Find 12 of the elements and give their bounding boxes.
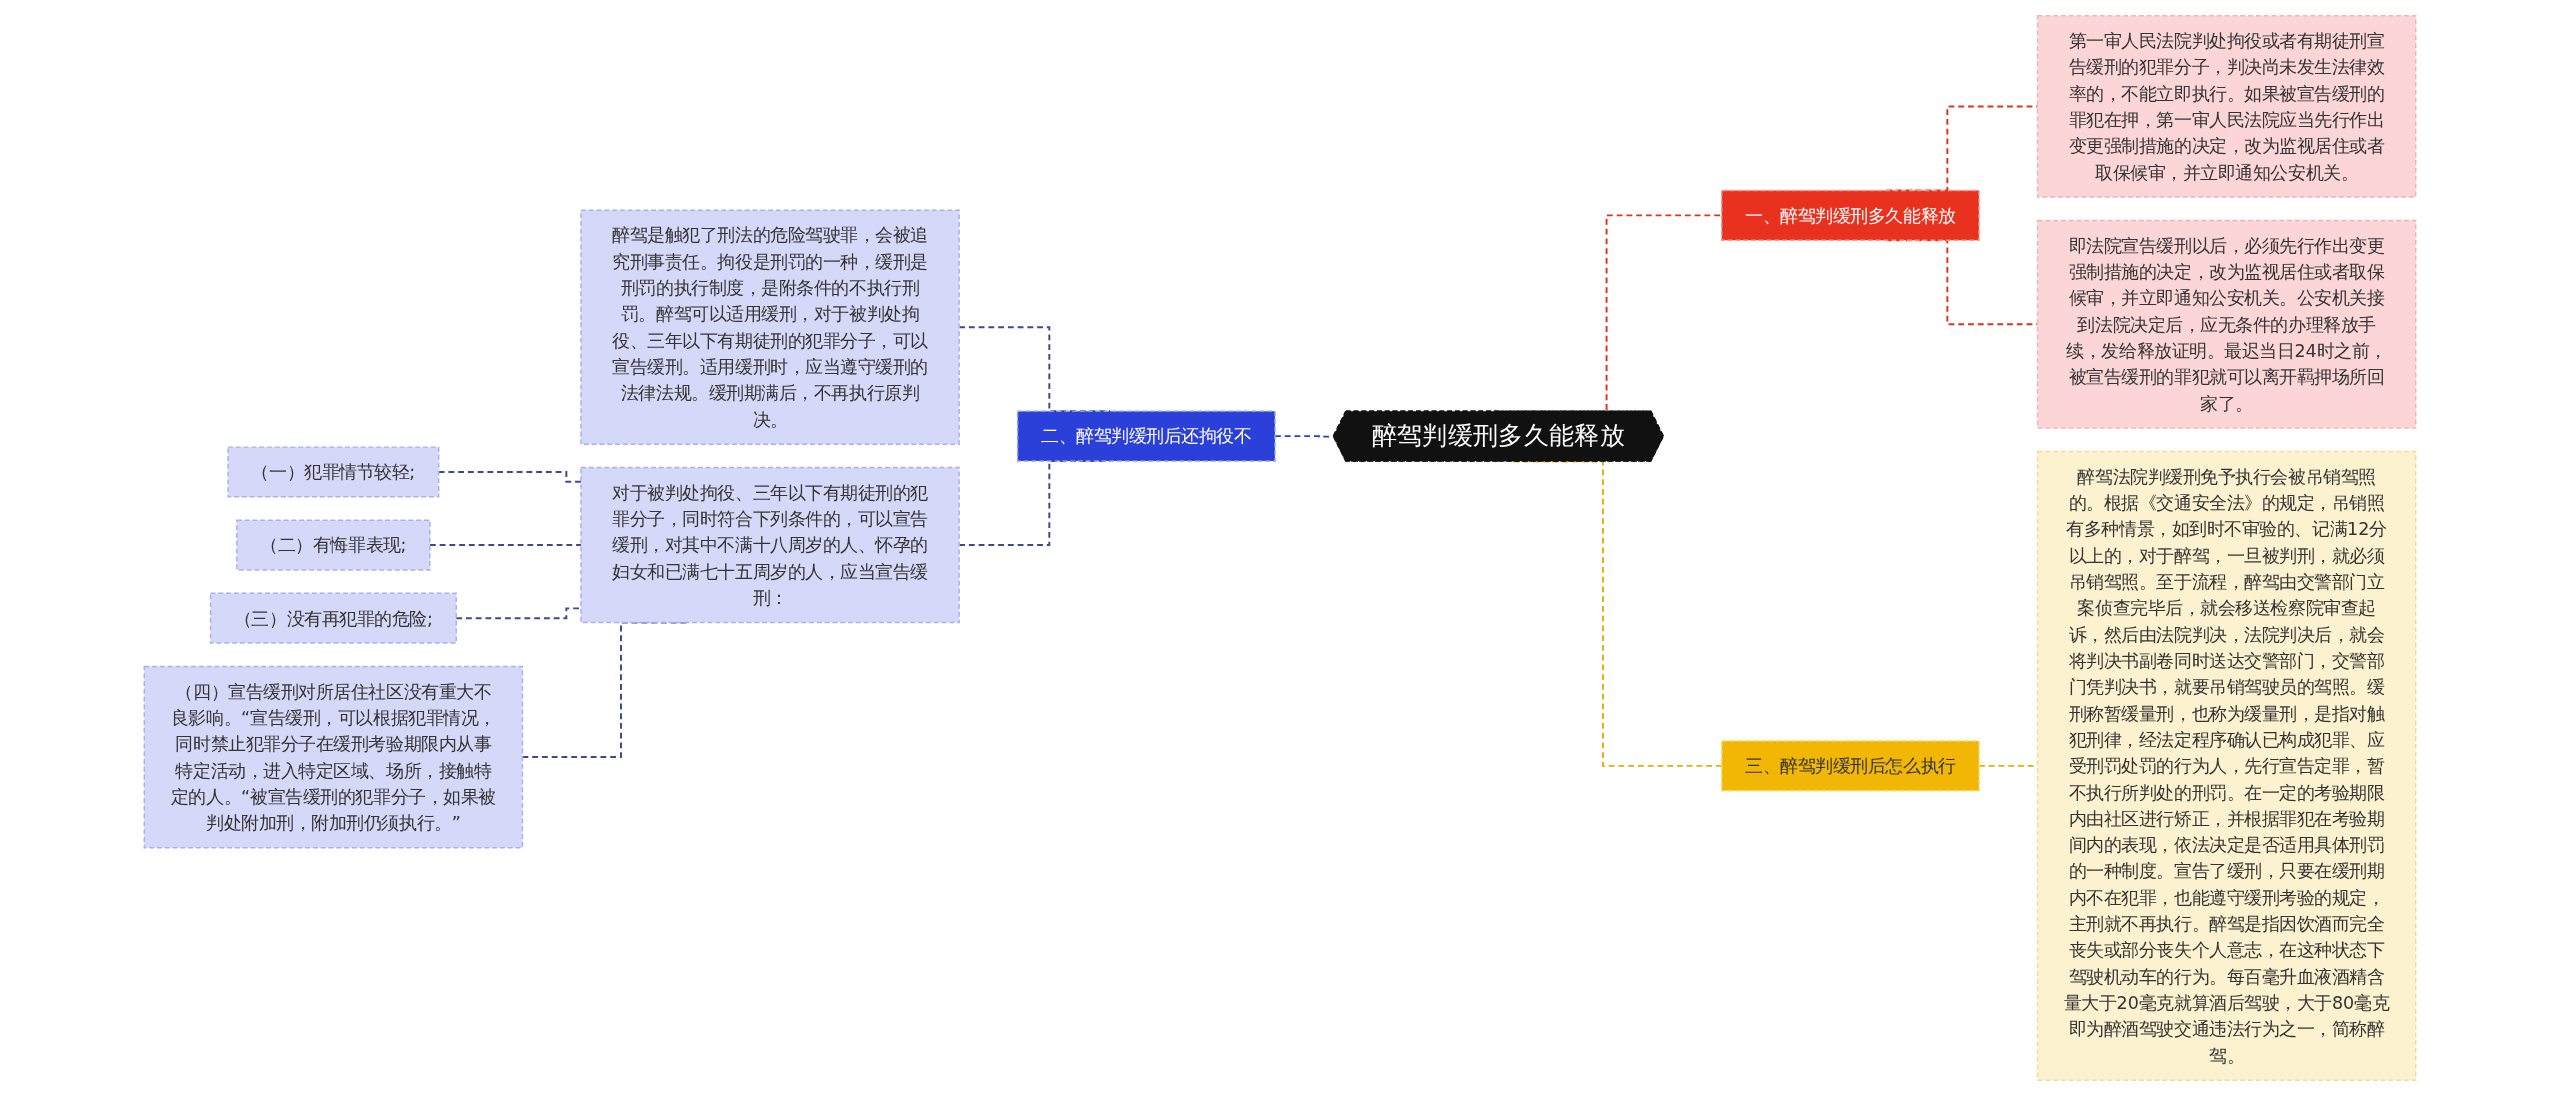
node-box: 醉驾法院判缓刑免予执行会被吊销驾照的。根据《交通安全法》的规定，吊销照有多种情景，如到时不审验的、记满12分以上的，对于醉驾，一旦被判刑，就必须吊销驾照。至于流程，醉驾由交警部门立案侦查完毕后，就会移送检察院审查起诉，然后由法院判决，法院判决后，就会将判决书副卷同时送达交警部门，交警部门凭判决书，就要吊销驾驶员的驾照。缓刑称暂缓量刑，也称为缓量刑，是指对触犯刑律，经法定程序确认已构成犯罪、应受刑罚处罚的行为人，先行宣告定罪，暂不执行所判处的刑罚。在一定的考验期限内由社区进行矫正，并根据罪犯在考验期间内的表现，依法决定是否适用具体刑罚的一种制度。宣告了缓刑，只要在缓刑期内不在犯罪，也能遵守缓刑考验的规定，主刑就不再执行。醉驾是指因饮酒而完全丧失或部分丧失个人意志，在这种状态下驾驶机动车的行为。每百毫升血液酒精含量大于20毫克就算酒后驾驶，大于80毫克即为醉酒驾驶交通违法行为之一，简称醉驾。 bbox=[2036, 450, 2417, 1081]
node-box: 二、醉驾判缓刑后还拘役不 bbox=[1016, 410, 1276, 462]
node-box: 即法院宣告缓刑以后，必须先行作出变更强制措施的决定，改为监视居住或者取保候审，并立即通知公安机关。公安机关接到法院决定后，应无条件的办理释放手续，发给释放证明。最迟当日24时之前，被宣告缓刑的罪犯就可以离开羁押场所回家了。 bbox=[2036, 219, 2417, 429]
node-box: （一）犯罪情节较轻; bbox=[227, 446, 440, 498]
node-box: （三）没有再犯罪的危险; bbox=[209, 592, 457, 644]
node-box: （二）有悔罪表现; bbox=[236, 519, 431, 571]
node-box: 三、醉驾判缓刑后怎么执行 bbox=[1721, 740, 1980, 792]
node-box: 第一审人民法院判处拘役或者有期徒刑宣告缓刑的犯罪分子，判决尚未发生法律效率的，不能立即执行。如果被宣告缓刑的罪犯在押，第一审人民法院应当先行作出变更强制措施的决定，改为监视居住或者取保候审，并立即通知公安机关。 bbox=[2036, 15, 2417, 198]
node-box: 对于被判处拘役、三年以下有期徒刑的犯罪分子，同时符合下列条件的，可以宣告缓刑，对其中不满十八周岁的人、怀孕的妇女和已满七十五周岁的人，应当宣告缓刑： bbox=[580, 466, 960, 624]
node-box: 一、醉驾判缓刑多久能释放 bbox=[1721, 189, 1980, 241]
node-box: 醉驾是触犯了刑法的危险驾驶罪，会被追究刑事责任。拘役是刑罚的一种，缓刑是刑罚的执行制度，是附条件的不执行刑罚。醉驾可以适用缓刑，对于被判处拘役、三年以下有期徒刑的犯罪分子，可以宣告缓刑。适用缓刑时，应当遵守缓刑的法律法规。缓刑期满后，不再执行原判决。 bbox=[580, 209, 960, 445]
node-box: （四）宣告缓刑对所居住社区没有重大不良影响。“宣告缓刑，可以根据犯罪情况，同时禁止犯罪分子在缓刑考验期限内从事特定活动，进入特定区域、场所，接触特定的人。“被宣告缓刑的犯罪分子，如果被判处附加刑，附加刑仍须执行。” bbox=[143, 665, 524, 849]
